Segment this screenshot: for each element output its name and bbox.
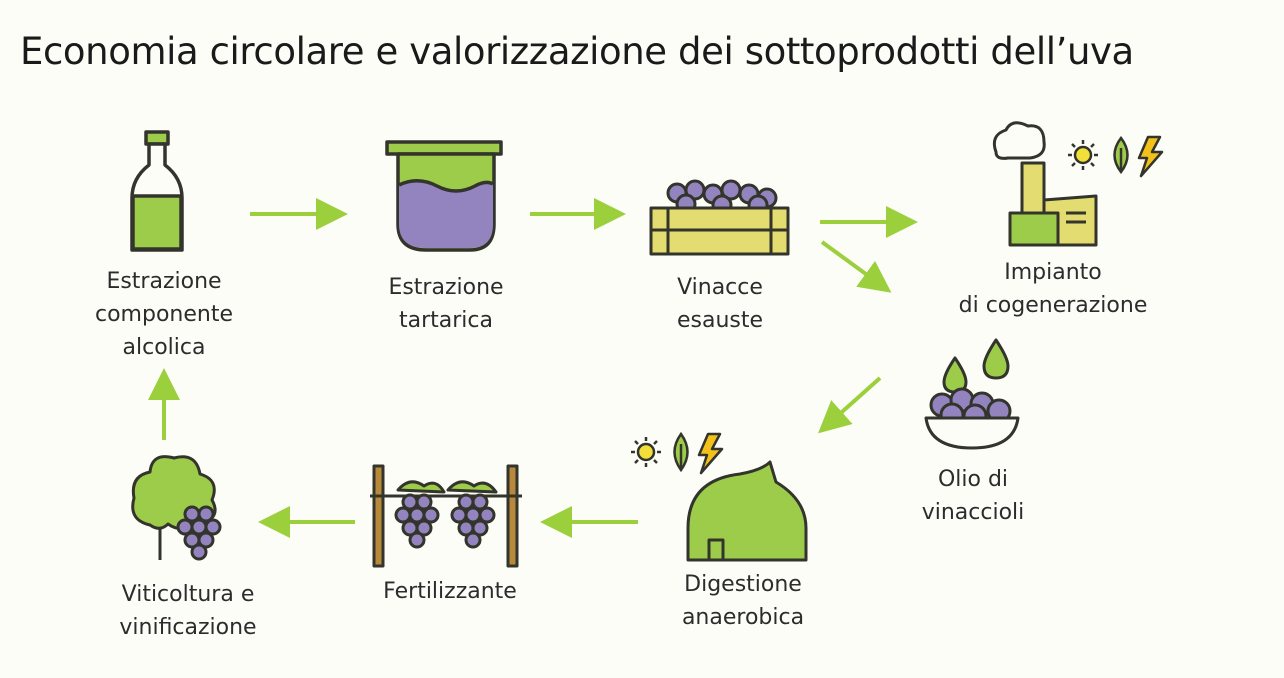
vine-trellis-icon: [370, 464, 522, 568]
sun-icon-small: [631, 437, 661, 467]
node-label-viticoltura-vinificazione: Viticoltura e vinificazione: [119, 582, 257, 640]
node-label-impianto-cogenerazione: Impianto di cogenerazione: [958, 260, 1148, 318]
tank-icon: [385, 140, 503, 252]
sun-icon: [1068, 140, 1098, 170]
node-label-estrazione-alcolica: Estrazione componente alcolica: [95, 269, 233, 360]
grape-crate-icon: [649, 179, 790, 256]
node-label-digestione-anaerobica: Digestione anaerobica: [681, 572, 805, 630]
node-label-fertilizzante: Fertilizzante: [383, 579, 517, 604]
digester-icon: [686, 460, 808, 562]
leaf-icon-small: [673, 431, 689, 473]
vineyard-tree-icon: [131, 455, 222, 561]
arrow-olio-to-digestione: [818, 376, 882, 434]
lightning-icon-small: [697, 432, 724, 475]
node-label-olio-vinaccioli: Olio di vinaccioli: [921, 467, 1025, 525]
lightning-icon: [1137, 135, 1164, 178]
arrow-vinacce-to-olio: [820, 240, 892, 293]
leaf-icon: [1113, 135, 1129, 175]
factory-icon: [992, 121, 1098, 247]
node-label-vinacce-esauste: Vinacce esauste: [676, 275, 764, 333]
node-label-estrazione-tartarica: Estrazione tartarica: [388, 275, 504, 333]
bottle-icon: [130, 130, 184, 252]
diagram-title: Economia circolare e valorizzazione dei …: [20, 30, 1134, 73]
oil-bowl-icon: [924, 338, 1020, 450]
